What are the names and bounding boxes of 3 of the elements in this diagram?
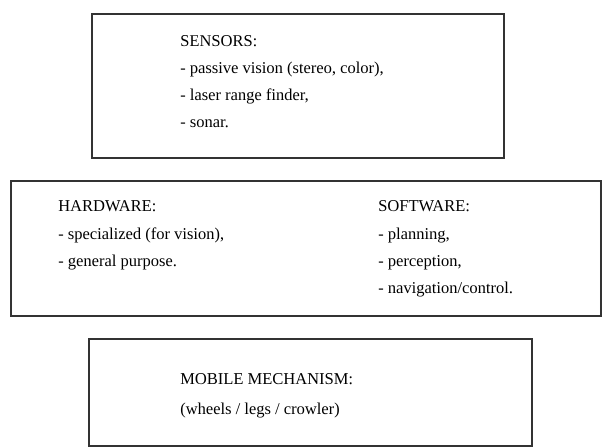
- text-box: HARDWARE: - specialized (for vision), - general purpose. SOFTWARE: - planning, - perception, - navigation/control.: [10, 180, 602, 317]
- text-box: MOBILE MECHANISM: (wheels / legs / crowler): [88, 338, 533, 447]
- text-box: SENSORS: - passive vision (stereo, color), - laser range finder, - sonar.: [91, 13, 505, 159]
